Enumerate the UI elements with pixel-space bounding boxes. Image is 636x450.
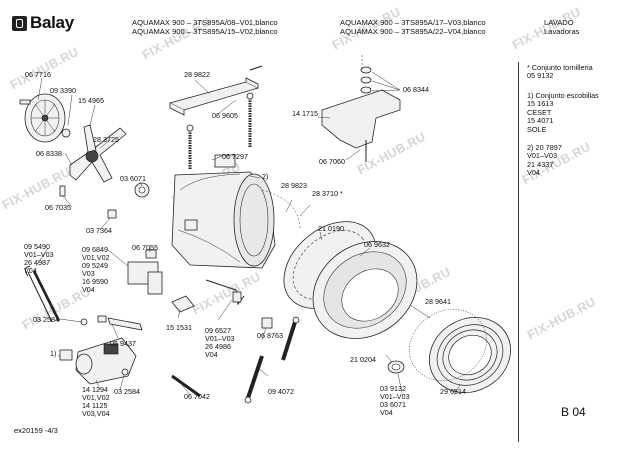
part-label: 15 1531	[166, 323, 192, 332]
part-label: 06 7035	[45, 203, 71, 212]
category-line: Lavadoras	[544, 27, 580, 36]
part-label: 06 7716	[25, 70, 51, 79]
drum-spider	[69, 124, 127, 183]
part-label: 1)	[50, 349, 57, 358]
spring-left	[186, 124, 194, 170]
part-label: 29 6514	[440, 387, 466, 396]
shock-absorber	[244, 316, 300, 404]
part-label: 06 8338	[36, 149, 62, 158]
part-label: 28 3725	[93, 135, 119, 144]
part-label: 06 7297	[222, 152, 248, 161]
spring-right	[246, 92, 254, 148]
part-label: 09 3390	[50, 86, 76, 95]
part-label: 28 9822	[184, 70, 210, 79]
notes-divider	[518, 62, 519, 442]
drive-belt	[24, 265, 60, 323]
model-line: AQUAMAX 900 – 3TS895A/22–V04,blanco	[340, 27, 486, 36]
part-label: 03 6071	[120, 174, 146, 183]
part-label: 03 7364	[86, 226, 112, 235]
part-label: 03 2584	[33, 315, 59, 324]
models-right: AQUAMAX 900 – 3TS895A/17–V03,blanco AQUA…	[340, 18, 486, 36]
model-line: AQUAMAX 900 – 3TS895A/17–V03,blanco	[340, 18, 486, 27]
part-label: 2)	[262, 172, 269, 181]
note-2: 1) Conjunto escobillas 15 1613 CESET 15 …	[527, 91, 599, 134]
part-label: 06 8344	[403, 85, 429, 94]
part-label: 28 3710 *	[312, 189, 343, 198]
brand-name: Balay	[30, 13, 74, 32]
part-label: 28 9641	[425, 297, 451, 306]
part-label: 06 7042	[184, 392, 210, 401]
part-label: 06 9632	[364, 240, 390, 249]
front-tub	[312, 241, 418, 339]
brand-logo-icon	[12, 15, 27, 31]
door-gasket	[429, 317, 511, 393]
part-label: 28 9823	[281, 181, 307, 190]
footer-ref: ex20159 -4/3	[14, 426, 58, 435]
part-label: 14 1715	[292, 109, 318, 118]
part-label: 06 9605	[212, 111, 238, 120]
models-left: AQUAMAX 900 – 3TS895A/08–V01,blanco AQUA…	[132, 18, 278, 36]
part-label: 03 2584	[114, 387, 140, 396]
part-label: 21 0204	[350, 355, 376, 364]
model-line: AQUAMAX 900 – 3TS895A/08–V01,blanco	[132, 18, 278, 27]
rear-tub	[171, 154, 276, 269]
pulley-wheel	[24, 93, 66, 143]
brand-logo: Balay	[12, 13, 74, 33]
note-1: * Conjunto tornilleria 05 9132	[527, 63, 593, 81]
page-number: B 04	[561, 405, 586, 419]
part-label: 15 4965	[78, 96, 104, 105]
motor-unit	[75, 337, 137, 385]
model-line: AQUAMAX 900 – 3TS895A/15–V02,blanco	[132, 27, 278, 36]
part-label: 06 8763	[257, 331, 283, 340]
part-label: 09 4072	[268, 387, 294, 396]
note-3: 2) 20 7897 V01–V03 21 4337 V04	[527, 143, 562, 178]
category-line: LAVADO	[544, 18, 574, 27]
bolts	[360, 66, 372, 94]
part-label: 21 0190	[318, 224, 344, 233]
category: LAVADO Lavadoras	[544, 18, 579, 36]
part-label: 05 9437	[110, 339, 136, 348]
part-label: 06 7060	[319, 157, 345, 166]
part-label: 06 7055	[132, 243, 158, 252]
